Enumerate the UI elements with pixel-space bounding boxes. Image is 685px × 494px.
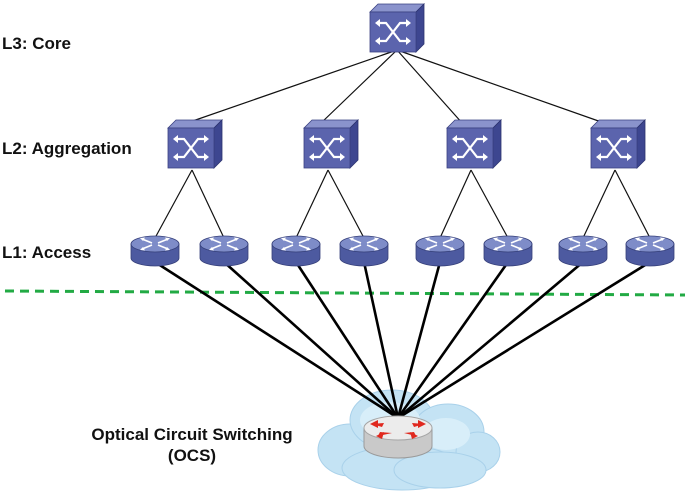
layer-label-aggregation: L2: Aggregation xyxy=(2,139,132,158)
boundary-dashed-line xyxy=(4,289,685,297)
access-router-icon xyxy=(199,235,249,267)
core-switch-icon xyxy=(368,2,426,54)
ocs-router-icon xyxy=(363,415,433,459)
ocs-caption: Optical Circuit Switching (OCS) xyxy=(62,424,322,466)
layer-label-core: L3: Core xyxy=(2,34,71,53)
core-to-aggregation-links xyxy=(183,49,608,125)
ocs-caption-line2: (OCS) xyxy=(167,446,217,465)
access-router-icon xyxy=(625,235,675,267)
access-router-icon xyxy=(271,235,321,267)
aggregation-switch-icon xyxy=(445,118,503,170)
aggregation-switch-icon xyxy=(302,118,360,170)
access-router-icon xyxy=(558,235,608,267)
aggregation-switch-icon xyxy=(589,118,647,170)
access-router-icon xyxy=(483,235,533,267)
access-router-icon xyxy=(130,235,180,267)
access-router-icon xyxy=(415,235,465,267)
ocs-caption-line1: Optical Circuit Switching xyxy=(91,425,293,444)
access-to-ocs-links xyxy=(154,260,651,420)
layer-label-access: L1: Access xyxy=(2,243,92,262)
aggregation-switch-icon xyxy=(166,118,224,170)
access-router-icon xyxy=(339,235,389,267)
aggregation-to-access-links xyxy=(154,169,651,239)
